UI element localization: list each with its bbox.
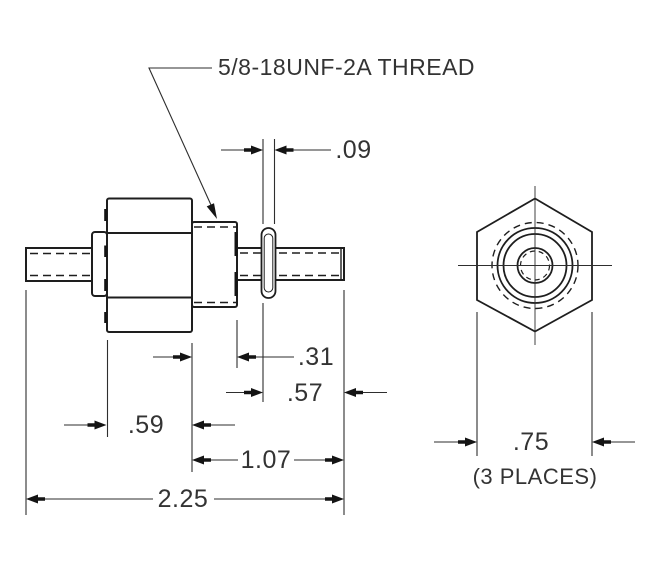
dim-57-arrow-left-icon: [244, 388, 263, 397]
dim-75-label: .75: [513, 428, 549, 456]
places-note-label: (3 PLACES): [473, 464, 598, 489]
dim-75-arrow-left-icon: [458, 437, 477, 447]
extension-lines: [25, 139, 345, 515]
dim-59-label: .59: [128, 411, 164, 439]
dim-225-arrow-left-icon: [26, 494, 45, 504]
dim-hex-to-end: 1.07: [192, 446, 344, 474]
dim-107-arrow-right-icon: [325, 455, 344, 465]
hex-flat-lines: [107, 232, 192, 299]
left-stud-thread-dashes: [30, 252, 91, 277]
dim-225-label: 2.25: [158, 485, 209, 513]
washer-inner-profile: [263, 233, 274, 293]
dim-59-arrow-right-icon: [192, 420, 211, 430]
dim-washer-thickness: .09: [221, 136, 371, 164]
hexagon-outline: [476, 197, 593, 333]
dim-31-arrow-right-icon: [237, 352, 256, 362]
side-view: [25, 197, 345, 333]
dim-31-label: .31: [298, 343, 334, 371]
thread-boss: [191, 221, 238, 308]
dim-75-arrow-right-icon: [592, 437, 611, 447]
boss-thread-dashes: [194, 226, 236, 304]
dim-boss-length: .31: [153, 343, 334, 371]
leader-arrowhead-icon: [206, 203, 217, 219]
dim-09-arrow-right-icon: [274, 145, 294, 155]
dim-overall-length: 2.25: [26, 485, 344, 513]
dim-hex-length: .59: [64, 411, 235, 439]
dim-09-arrow-left-icon: [244, 145, 263, 155]
leader-line: [148, 67, 212, 206]
dim-107-label: 1.07: [241, 446, 292, 474]
dim-57-label: .57: [287, 379, 323, 407]
centerlines: [458, 186, 612, 345]
right-stud-thread-dashes: [240, 252, 340, 277]
end-view: [458, 186, 612, 345]
dim-59-arrow-left-icon: [87, 420, 107, 430]
dim-09-label: .09: [335, 136, 371, 164]
washer: [260, 227, 277, 299]
ext-hex-flats: [476, 312, 593, 456]
dim-across-flats: .75 (3 PLACES): [434, 312, 635, 489]
thread-note-label: 5/8-18UNF-2A THREAD: [218, 54, 475, 80]
dim-washer-to-end: .57: [226, 379, 387, 407]
thread-callout: 5/8-18UNF-2A THREAD: [148, 54, 475, 219]
dim-225-arrow-right-icon: [325, 494, 344, 504]
hex-body: [106, 197, 193, 333]
dim-107-arrow-left-icon: [192, 455, 211, 465]
dim-31-arrow-left-icon: [173, 352, 192, 362]
dim-57-arrow-right-icon: [344, 388, 363, 397]
